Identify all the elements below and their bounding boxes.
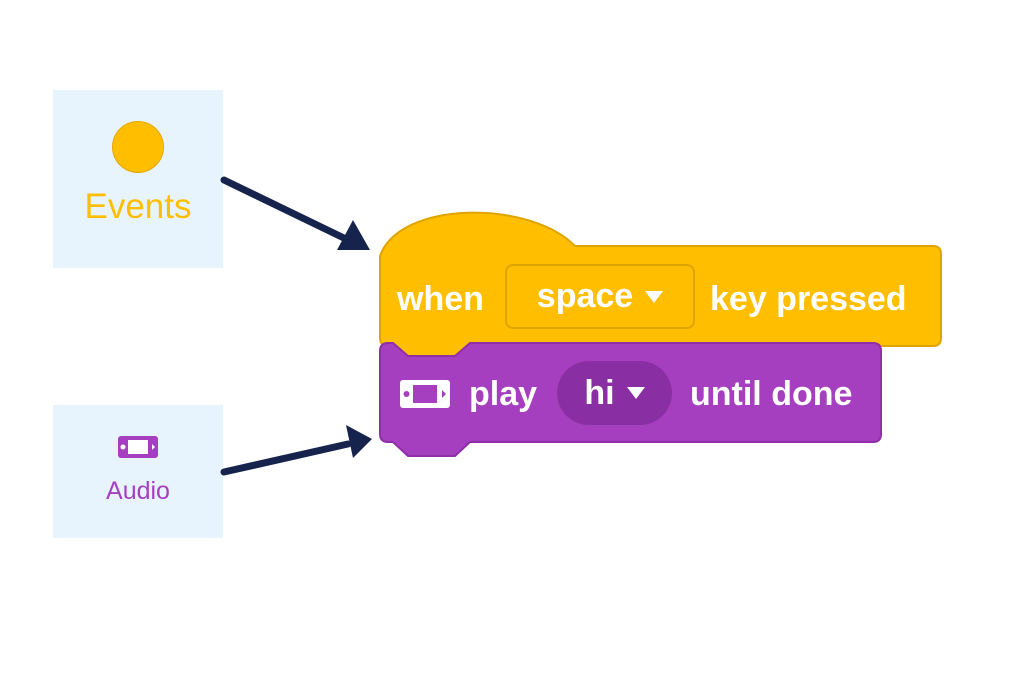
play-prefix-label: play xyxy=(469,375,538,413)
audio-box-icon xyxy=(118,436,158,458)
category-audio[interactable]: Audio xyxy=(53,405,223,538)
sound-dropdown-value: hi xyxy=(584,373,615,412)
events-circle-icon xyxy=(112,121,164,173)
hat-prefix-label: when xyxy=(397,280,484,318)
category-audio-label: Audio xyxy=(106,477,170,505)
key-dropdown[interactable]: space xyxy=(505,264,695,329)
caret-down-icon xyxy=(626,387,645,399)
sound-dropdown[interactable]: hi xyxy=(557,361,672,425)
category-events[interactable]: Events xyxy=(53,90,223,268)
play-suffix-label: until done xyxy=(690,375,853,413)
hat-suffix-label: key pressed xyxy=(710,280,907,318)
category-events-label: Events xyxy=(84,187,192,226)
key-dropdown-value: space xyxy=(536,277,634,315)
speaker-box-icon xyxy=(400,380,450,408)
caret-down-icon xyxy=(645,290,664,303)
